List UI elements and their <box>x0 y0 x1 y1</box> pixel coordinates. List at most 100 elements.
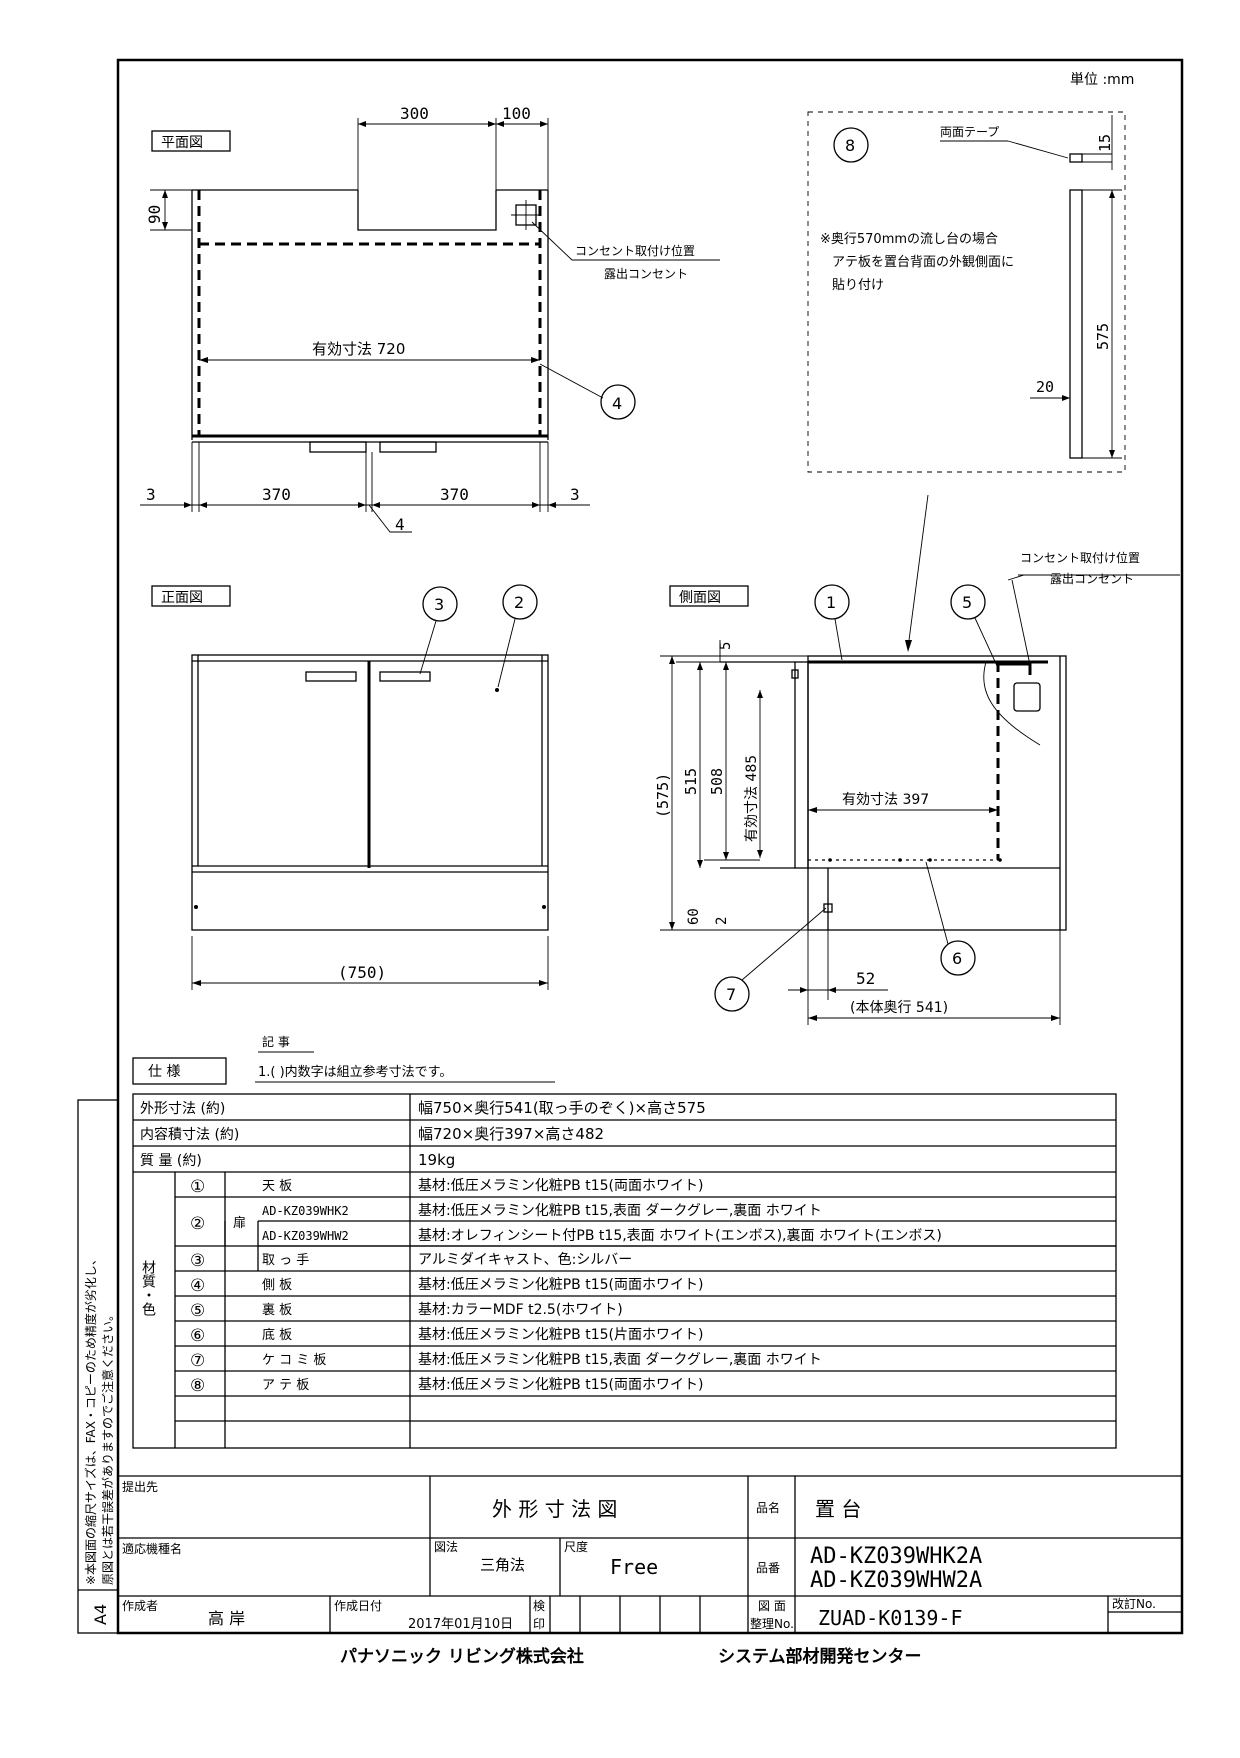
paper-size: A4 <box>91 1604 110 1625</box>
footer-division: システム部材開発センター <box>718 1646 922 1667</box>
projection: 三角法 <box>480 1556 525 1574</box>
title-block: 提出先 外 形 寸 法 図 品名 置 台 適応機種名 図法 三角法 尺度 Fre… <box>118 1475 1182 1633</box>
plan-outlet-label-1: コンセント取付け位置 <box>575 243 695 258</box>
drawing-name: 外 形 寸 法 図 <box>492 1497 617 1521</box>
material-value-1: 基材:低圧メラミン化粧PB t15,表面 ダークグレー,裏面 ホワイト <box>418 1202 822 1219</box>
product-name: 置 台 <box>815 1497 861 1521</box>
front-dim-750: (750) <box>338 963 386 982</box>
plan-view-title: 平面図 <box>161 135 203 151</box>
side-callout-7: 7 <box>726 985 736 1004</box>
material-no-3: ③ <box>190 1251 205 1271</box>
material-part-3: 取 っ 手 <box>262 1253 309 1268</box>
board8-tape-label: 両面テープ <box>940 125 999 139</box>
material-group-label: 材質・色 <box>140 1260 156 1316</box>
plan-dim-90: 90 <box>145 205 164 224</box>
date: 2017年01月10日 <box>408 1617 513 1632</box>
side-view: 側面図 コンセント取付け位置 露出コンセント 1 <box>654 550 1180 1025</box>
board8-dim-20: 20 <box>1036 378 1054 396</box>
drawing-no-label-2: 整理No. <box>750 1616 794 1631</box>
material-no-7: ⑦ <box>190 1351 205 1371</box>
spec-row-2-label: 質 量 (約) <box>140 1153 202 1169</box>
board8-note-2: アテ板を置台背面の外観側面に <box>832 255 1014 270</box>
material-part-6: 底 板 <box>262 1327 292 1343</box>
material-part-1: 扉 <box>233 1215 246 1231</box>
notes: 記 事 1.( )内数字は組立参考寸法です。 仕 様 <box>132 1034 555 1085</box>
side-callout-5: 5 <box>962 593 972 612</box>
front-callout-3: 3 <box>434 595 444 614</box>
drawing-no-label-1: 図 面 <box>758 1599 786 1613</box>
material-value-0: 基材:低圧メラミン化粧PB t15(両面ホワイト) <box>418 1177 703 1194</box>
spec-row-0-value: 幅750×奥行541(取っ手のぞく)×高さ575 <box>418 1099 706 1117</box>
drawing-no: ZUAD-K0139-F <box>818 1606 963 1630</box>
material-part-5: 裏 板 <box>262 1303 292 1318</box>
side-note: ※本図面の縮尺サイズは、FAX・コピーのため精度が劣化し、 原図とは若干誤差があ… <box>83 1253 115 1625</box>
footer-company: パナソニック リビング株式会社 <box>340 1646 584 1667</box>
product-name-label: 品名 <box>756 1500 780 1515</box>
plan-dim-3-left: 3 <box>146 485 156 504</box>
plan-dim-370-left: 370 <box>262 485 291 504</box>
material-part-7: ケ コ ミ 板 <box>262 1353 326 1368</box>
unit-label: 単位 :mm <box>1070 72 1134 88</box>
plan-callout-4: 4 <box>612 394 622 413</box>
side-dim-2: 2 <box>714 917 730 925</box>
material-part-0: 天 板 <box>262 1179 292 1194</box>
outer-frame <box>116 58 1184 1635</box>
spec-row-1-label: 内容積寸法 (約) <box>140 1126 239 1143</box>
date-label: 作成日付 <box>334 1599 382 1613</box>
material-value-3: アルミダイキャスト、色:シルバー <box>418 1251 632 1268</box>
side-view-title: 側面図 <box>679 590 721 606</box>
board8-note-3: 貼り付け <box>832 278 884 293</box>
board8-view: 8 両面テープ 15 575 20 ※奥行570mmの流し台の場合 アテ板を置台… <box>807 111 1126 652</box>
spec-row-1-value: 幅720×奥行397×高さ482 <box>418 1125 604 1143</box>
board8-dim-15: 15 <box>1096 134 1114 152</box>
material-part-8: ア テ 板 <box>262 1378 309 1393</box>
plan-dim-370-right: 370 <box>440 485 469 504</box>
projection-label: 図法 <box>434 1540 458 1554</box>
product-no-1: AD-KZ039WHK2A <box>810 1544 982 1569</box>
revision-label: 改訂No. <box>1112 1596 1156 1611</box>
spec-row-0-label: 外形寸法 (約) <box>140 1101 225 1117</box>
check-label-2: 印 <box>533 1617 545 1631</box>
applicable-model-label: 適応機種名 <box>122 1541 182 1556</box>
spec-table: 外形寸法 (約) 幅750×奥行541(取っ手のぞく)×高さ575 内容積寸法 … <box>132 1093 1117 1449</box>
material-model-2: AD-KZ039WHW2 <box>262 1229 349 1243</box>
material-no-0: ① <box>190 1177 205 1197</box>
side-dim-515: 515 <box>682 768 700 795</box>
spec-title: 仕 様 <box>148 1064 180 1080</box>
material-value-2: 基材:オレフィンシート付PB t15,表面 ホワイト(エンボス),裏面 ホワイト… <box>418 1227 942 1244</box>
material-value-4: 基材:低圧メラミン化粧PB t15(両面ホワイト) <box>418 1276 703 1293</box>
side-dim-485: 有効寸法 485 <box>744 755 760 842</box>
notes-line-1: 1.( )内数字は組立参考寸法です。 <box>258 1064 452 1080</box>
author: 高 岸 <box>208 1609 245 1628</box>
scale: Free <box>610 1555 658 1579</box>
side-callout-1: 1 <box>826 593 836 612</box>
board8-callout: 8 <box>845 136 855 155</box>
material-value-8: 基材:低圧メラミン化粧PB t15(両面ホワイト) <box>418 1376 703 1393</box>
front-callout-2: 2 <box>514 593 524 612</box>
board8-note-1: ※奥行570mmの流し台の場合 <box>820 232 998 247</box>
front-view: 正面図 3 2 (750) <box>151 584 549 990</box>
side-dim-60: 60 <box>686 908 702 925</box>
material-part-4: 側 板 <box>262 1278 292 1293</box>
product-no-2: AD-KZ039WHW2A <box>810 1568 982 1593</box>
front-view-title: 正面図 <box>161 590 203 606</box>
submit-to-label: 提出先 <box>122 1479 158 1494</box>
side-dim-508: 508 <box>708 768 726 795</box>
notes-header: 記 事 <box>262 1034 290 1049</box>
spec-row-2-value: 19kg <box>418 1151 455 1169</box>
material-no-4: ④ <box>190 1276 205 1296</box>
plan-dim-gap-4: 4 <box>395 515 405 534</box>
side-callout-6: 6 <box>952 949 962 968</box>
material-no-6: ⑥ <box>190 1326 205 1346</box>
material-no-8: ⑧ <box>190 1376 205 1396</box>
plan-dim-3-right: 3 <box>570 485 580 504</box>
plan-view: 平面図 コンセント取付け位置 露出コンセント 300 100 <box>140 104 720 534</box>
plan-dim-100: 100 <box>502 104 531 123</box>
side-dim-5: 5 <box>718 642 734 650</box>
plan-dim-300: 300 <box>400 104 429 123</box>
material-model-1: AD-KZ039WHK2 <box>262 1204 349 1218</box>
material-value-6: 基材:低圧メラミン化粧PB t15(片面ホワイト) <box>418 1326 703 1343</box>
side-outlet-label-2: 露出コンセント <box>1050 572 1134 586</box>
side-note-line-1: ※本図面の縮尺サイズは、FAX・コピーのため精度が劣化し、 <box>83 1253 98 1585</box>
